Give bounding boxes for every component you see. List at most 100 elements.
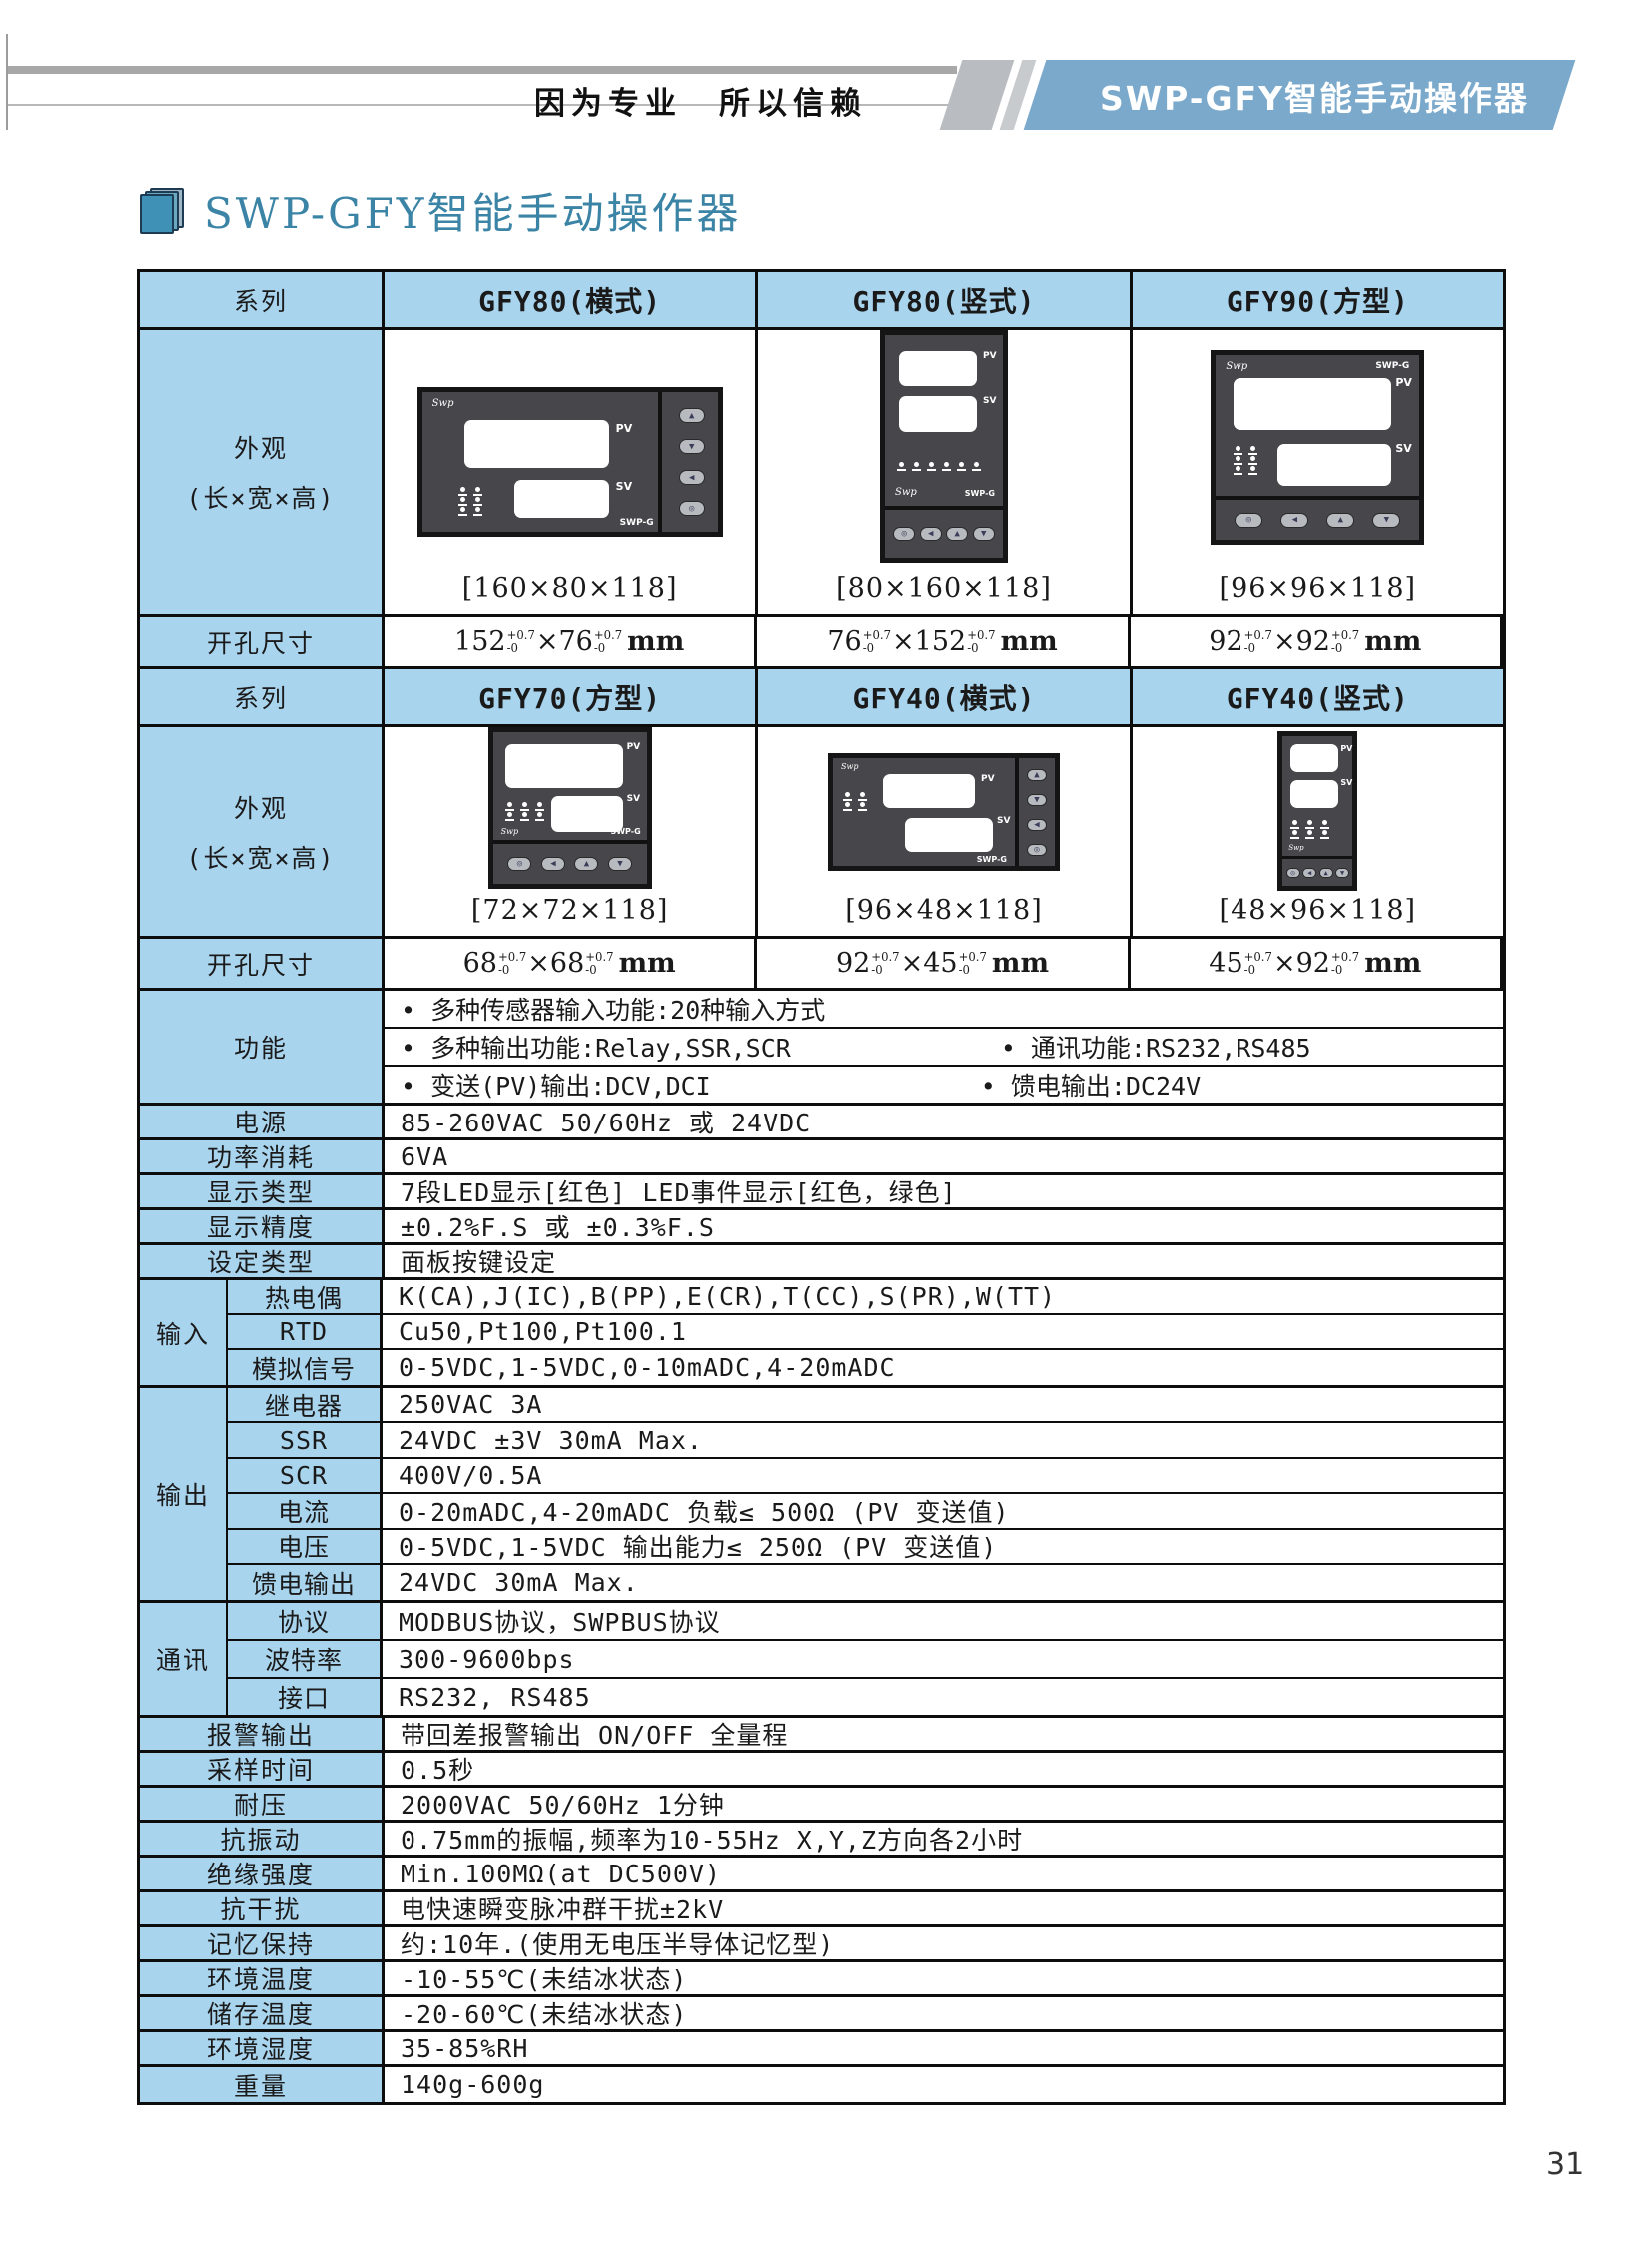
spec-label: 功率消耗 [140, 1140, 385, 1172]
dimension-label: [80×160×118] [836, 573, 1052, 604]
spec-label: 电源 [140, 1106, 385, 1137]
spec-value: 带回差报警输出 ON/OFF 全量程 [401, 1721, 789, 1750]
spec-value: ±0.2%F.S 或 ±0.3%F.S [401, 1213, 715, 1242]
dimension-label: [96×48×118] [845, 895, 1043, 926]
sv-label: SV [982, 396, 997, 406]
sv-display [898, 396, 977, 432]
pv-display [1290, 744, 1339, 772]
appearance-cell-gfy90: Swp SWP-G PV SV ◎ ◀ ▲ ▼ [96×96×118] [1133, 330, 1503, 614]
series-label: 系列 [140, 272, 385, 327]
page-number: 31 [1546, 2147, 1585, 2182]
spec-label: 设定类型 [140, 1245, 385, 1277]
appearance-label: 外观 (长×宽×高) [140, 330, 385, 614]
pv-label: PV [626, 742, 641, 752]
pv-label: PV [980, 774, 995, 784]
sv-display [1290, 780, 1339, 808]
appearance-cell-gfy40-horizontal: Swp PV SV SWP-G ▲ ▼ ◀ ◎ [96×48×118] [758, 727, 1133, 936]
model-badge: SWP-G [964, 489, 995, 498]
feature-text: • 变送(PV)输出:DCV,DCI [401, 1072, 711, 1101]
spec-sublabel: 电流 [228, 1494, 383, 1528]
sv-label: SV [615, 480, 633, 493]
model-badge: SWP-G [610, 827, 641, 836]
down-button-icon: ▼ [607, 857, 632, 871]
sv-display [904, 818, 993, 852]
pv-label: PV [982, 351, 997, 361]
sv-label: SV [1340, 778, 1353, 787]
spec-row-storage-temperature: 储存温度 -20-60℃(未结冰状态) [140, 1997, 1503, 2032]
spec-row-power-consumption: 功率消耗 6VA [140, 1140, 1503, 1175]
spec-value: 电快速瞬变脉冲群干扰±2kV [401, 1895, 725, 1924]
pv-display [1234, 378, 1392, 430]
appearance-label-text: 外观 [233, 433, 288, 463]
spec-group-output: 输出 继电器 250VAC 3A SSR 24VDC ±3V 30mA Max.… [140, 1388, 1503, 1603]
spec-label: 显示类型 [140, 1175, 385, 1207]
model-badge: SWP-G [1375, 361, 1410, 371]
appearance-cell-gfy80-vertical: PV SV Swp SWP-G ◎ ◀ ▲ ▼ [80×160×118] [758, 330, 1133, 614]
loop-button-icon: ◎ [507, 857, 532, 871]
spec-value: 6VA [401, 1141, 449, 1171]
spec-sublabel: 接口 [228, 1679, 383, 1715]
spec-row-protocol: 协议 MODBUS协议，SWPBUS协议 [228, 1603, 1503, 1641]
spec-label: 显示精度 [140, 1210, 385, 1242]
spec-sublabel: RTD [228, 1315, 383, 1348]
group-label-output: 输出 [140, 1388, 228, 1600]
page-title-block: SWP-GFY智能手动操作器 [140, 180, 742, 241]
model-gfy40-vertical: GFY40(竖式) [1132, 669, 1503, 724]
loop-button-icon: ◎ [1235, 512, 1263, 528]
loop-button-icon: ◎ [678, 501, 705, 516]
shift-button-icon: ◀ [540, 857, 565, 871]
spec-value: 250VAC 3A [399, 1390, 543, 1420]
feature-text: • 馈电输出:DC24V [980, 1072, 1202, 1101]
spec-sublabel: 模拟信号 [228, 1350, 383, 1385]
pv-display [882, 774, 975, 808]
spec-value: -20-60℃(未结冰状态) [401, 2000, 688, 2029]
brand-logo: Swp [840, 762, 859, 771]
spec-value: Min.100MΩ(at DC500V) [401, 1859, 722, 1888]
book-icon [140, 187, 186, 234]
shift-button-icon: ◀ [1302, 867, 1317, 878]
model-badge: SWP-G [619, 518, 654, 528]
spec-label: 绝缘强度 [140, 1858, 385, 1889]
spec-row-sampling-time: 采样时间 0.5秒 [140, 1753, 1503, 1788]
spec-value: 0.5秒 [401, 1756, 475, 1785]
dimension-label: [48×96×118] [1219, 895, 1417, 926]
model-gfy80-vertical: GFY80(竖式) [758, 272, 1133, 327]
appearance-cell-gfy40-vertical: PV SV Swp ◎ ◀ ▲ ▼ [48×96×118] [1133, 727, 1503, 936]
spec-label: 环境温度 [140, 1962, 385, 1994]
loop-button-icon: ◎ [1026, 843, 1047, 856]
feature-text: • 多种传感器输入功能:20种输入方式 [401, 996, 826, 1025]
group-label-communication: 通讯 [140, 1603, 228, 1715]
down-button-icon: ▼ [1372, 512, 1401, 528]
shift-button-icon: ◀ [1280, 512, 1309, 528]
spec-value: 24VDC ±3V 30mA Max. [399, 1425, 703, 1455]
spec-value: 0-5VDC,1-5VDC 输出能力≤ 250Ω (PV 变送值) [399, 1533, 998, 1563]
up-button-icon: ▲ [1326, 512, 1355, 528]
spec-row-power: 电源 85-260VAC 50/60Hz 或 24VDC [140, 1106, 1503, 1140]
shift-button-icon: ◀ [1026, 818, 1047, 831]
spec-label: 储存温度 [140, 1997, 385, 2029]
model-gfy90-square: GFY90(方型) [1132, 272, 1503, 327]
feature-line: • 变送(PV)输出:DCV,DCI • 馈电输出:DC24V [385, 1067, 1503, 1103]
appearance-sublabel-text: (长×宽×高) [186, 483, 336, 513]
device-image-gfy80-vertical: PV SV Swp SWP-G ◎ ◀ ▲ ▼ [879, 330, 1008, 563]
spec-value: 0-20mADC,4-20mADC 负载≤ 500Ω (PV 变送值) [399, 1497, 1010, 1527]
group-label-input: 输入 [140, 1280, 228, 1385]
appearance-label-text: 外观 [233, 793, 288, 823]
spec-row-feed-output: 馈电输出 24VDC 30mA Max. [228, 1565, 1503, 1601]
header-slogan: 因为专业 所以信赖 [534, 86, 867, 122]
shift-button-icon: ◀ [678, 470, 705, 485]
down-button-icon: ▼ [1335, 867, 1350, 878]
button-panel: ◎ ◀ ▲ ▼ [1282, 856, 1353, 886]
led-indicators [1290, 820, 1330, 839]
dimension-label: [160×80×118] [461, 573, 678, 604]
spec-value: K(CA),J(IC),B(PP),E(CR),T(CC),S(PR),W(TT… [399, 1282, 1057, 1311]
appearance-label: 外观 (长×宽×高) [140, 727, 385, 936]
pv-label: PV [615, 422, 633, 435]
pv-display [463, 420, 609, 468]
dimension-label: [72×72×118] [470, 895, 669, 926]
